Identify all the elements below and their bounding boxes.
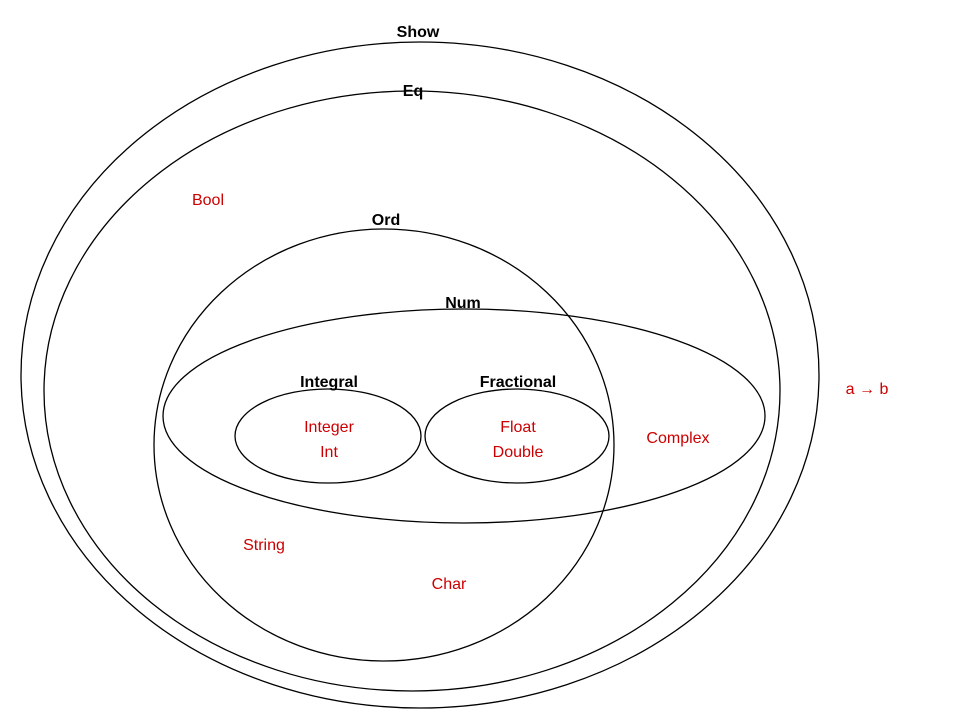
ord-set-ellipse (153, 228, 615, 662)
show-set-ellipse (20, 41, 820, 709)
double-type-label: Double (493, 444, 544, 461)
fractional-set-ellipse (424, 388, 610, 484)
integral-class-label: Integral (300, 374, 358, 391)
fractional-class-label: Fractional (480, 374, 556, 391)
bool-type-label: Bool (192, 192, 224, 209)
num-class-label: Num (445, 295, 481, 312)
ord-class-label: Ord (372, 212, 400, 229)
num-set-ellipse (162, 308, 766, 524)
integer-type-label: Integer (304, 419, 354, 436)
char-type-label: Char (432, 576, 467, 593)
function-type-label: a → b (846, 381, 889, 398)
eq-class-label: Eq (403, 83, 423, 100)
show-class-label: Show (397, 24, 440, 41)
float-type-label: Float (500, 419, 536, 436)
string-type-label: String (243, 537, 285, 554)
complex-type-label: Complex (646, 430, 709, 447)
integral-set-ellipse (234, 388, 422, 484)
eq-set-ellipse (43, 90, 781, 692)
int-type-label: Int (320, 444, 338, 461)
